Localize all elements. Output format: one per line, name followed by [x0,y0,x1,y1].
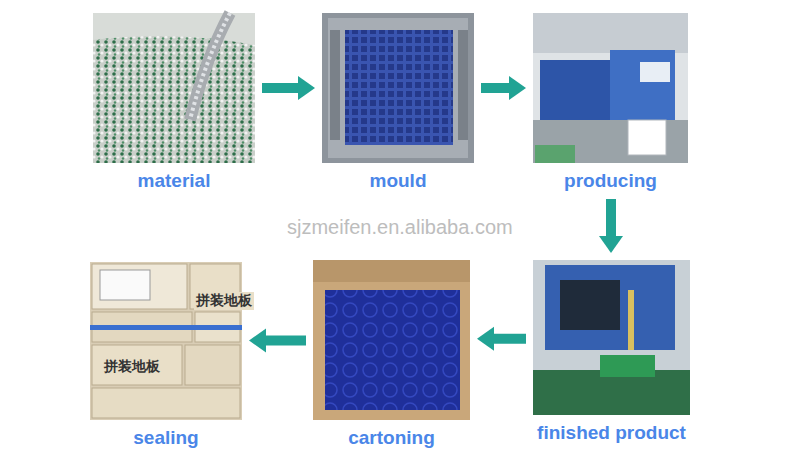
cartoning-photo [313,260,470,420]
flow-arrow [481,76,526,100]
watermark: sjzmeifen.en.alibaba.com [287,216,513,239]
process-step: finished product [533,260,690,444]
flow-arrow [249,329,306,353]
finished-product-photo [533,260,690,415]
photo-frame [533,260,690,415]
process-step: producing [533,13,688,192]
carton-print: 拼装地板 [194,292,254,310]
step-caption: sealing [90,426,242,449]
process-step: sealing [90,262,242,449]
step-caption: mould [322,169,474,192]
material-photo [93,13,255,163]
photo-frame [322,13,474,163]
photo-frame [533,13,688,163]
photo-frame [90,262,242,420]
producing-photo [533,13,688,163]
step-caption: producing [533,169,688,192]
photo-frame [313,260,470,420]
mould-photo [322,13,474,163]
photo-frame [93,13,255,163]
process-step: cartoning [313,260,470,449]
process-step: material [93,13,255,192]
carton-print: 拼装地板 [102,358,162,376]
process-step: mould [322,13,474,192]
flow-arrow [599,199,623,253]
flow-arrow [477,327,526,351]
step-caption: cartoning [313,426,470,449]
step-caption: finished product [533,421,690,444]
flow-arrow [262,76,315,100]
sealing-photo [90,262,242,420]
step-caption: material [93,169,255,192]
